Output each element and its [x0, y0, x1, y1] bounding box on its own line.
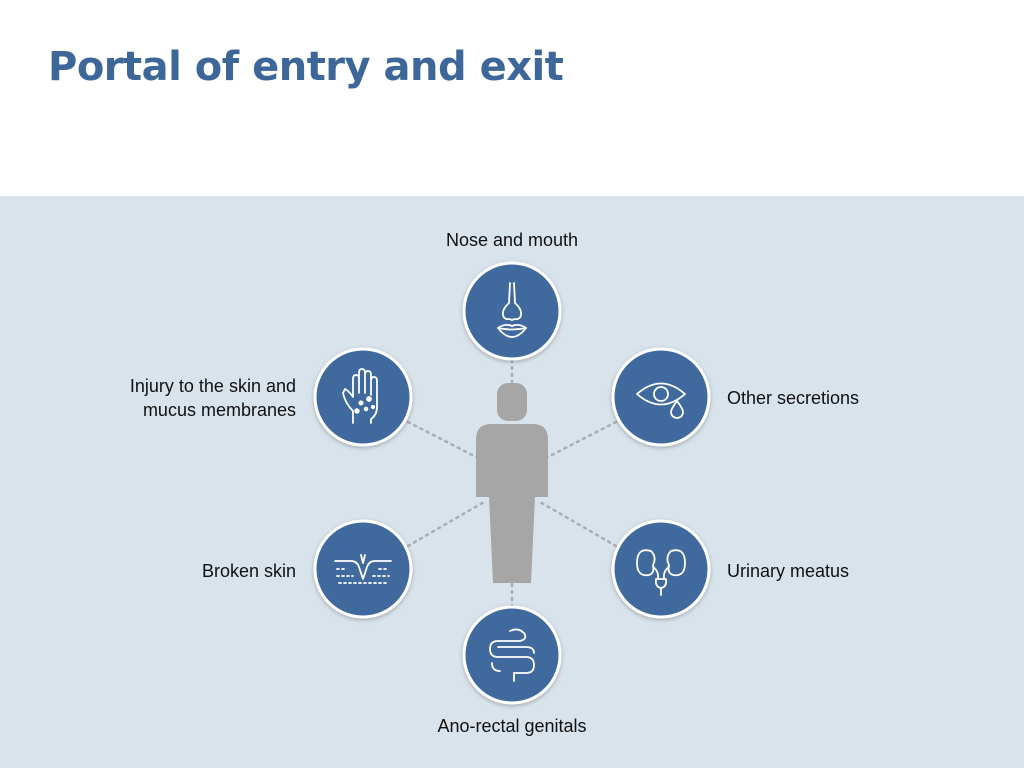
node-urinary-meatus: [611, 519, 711, 619]
label-broken-skin: Broken skin: [201, 561, 296, 581]
connector-other-secretions: [544, 420, 618, 460]
label-other-secretions: Other secretions: [727, 388, 860, 408]
nodes: [313, 261, 711, 705]
node-nose-mouth: [462, 261, 562, 361]
label-urinary-meatus: Urinary meatus: [727, 561, 850, 581]
page-title: Portal of entry and exit: [48, 44, 564, 90]
injured-hand-icon: [342, 368, 378, 424]
nose-mouth-icon: [497, 282, 527, 338]
label-injury-skin-line-2: mucus membranes: [142, 400, 296, 420]
connector-urinary-meatus: [538, 500, 618, 548]
eye-tear-icon: [636, 382, 686, 419]
person-figure: [476, 383, 548, 583]
label-injury-skin-line-1: Injury to the skin and: [129, 376, 296, 396]
node-other-secretions: [611, 347, 711, 447]
connector-broken-skin: [406, 500, 486, 548]
node-ano-rectal: [462, 605, 562, 705]
broken-skin-icon: [334, 554, 392, 584]
connector-injury-skin: [406, 420, 480, 460]
connectors: [406, 358, 618, 608]
node-injury-skin: [313, 347, 413, 447]
node-broken-skin: [313, 519, 413, 619]
intestine-icon: [489, 628, 535, 682]
label-injury-skin: Injury to the skin and mucus membranes: [130, 374, 296, 422]
label-nose-mouth: Nose and mouth: [445, 230, 579, 250]
kidneys-icon: [636, 549, 686, 596]
label-ano-rectal: Ano-rectal genitals: [437, 716, 587, 736]
